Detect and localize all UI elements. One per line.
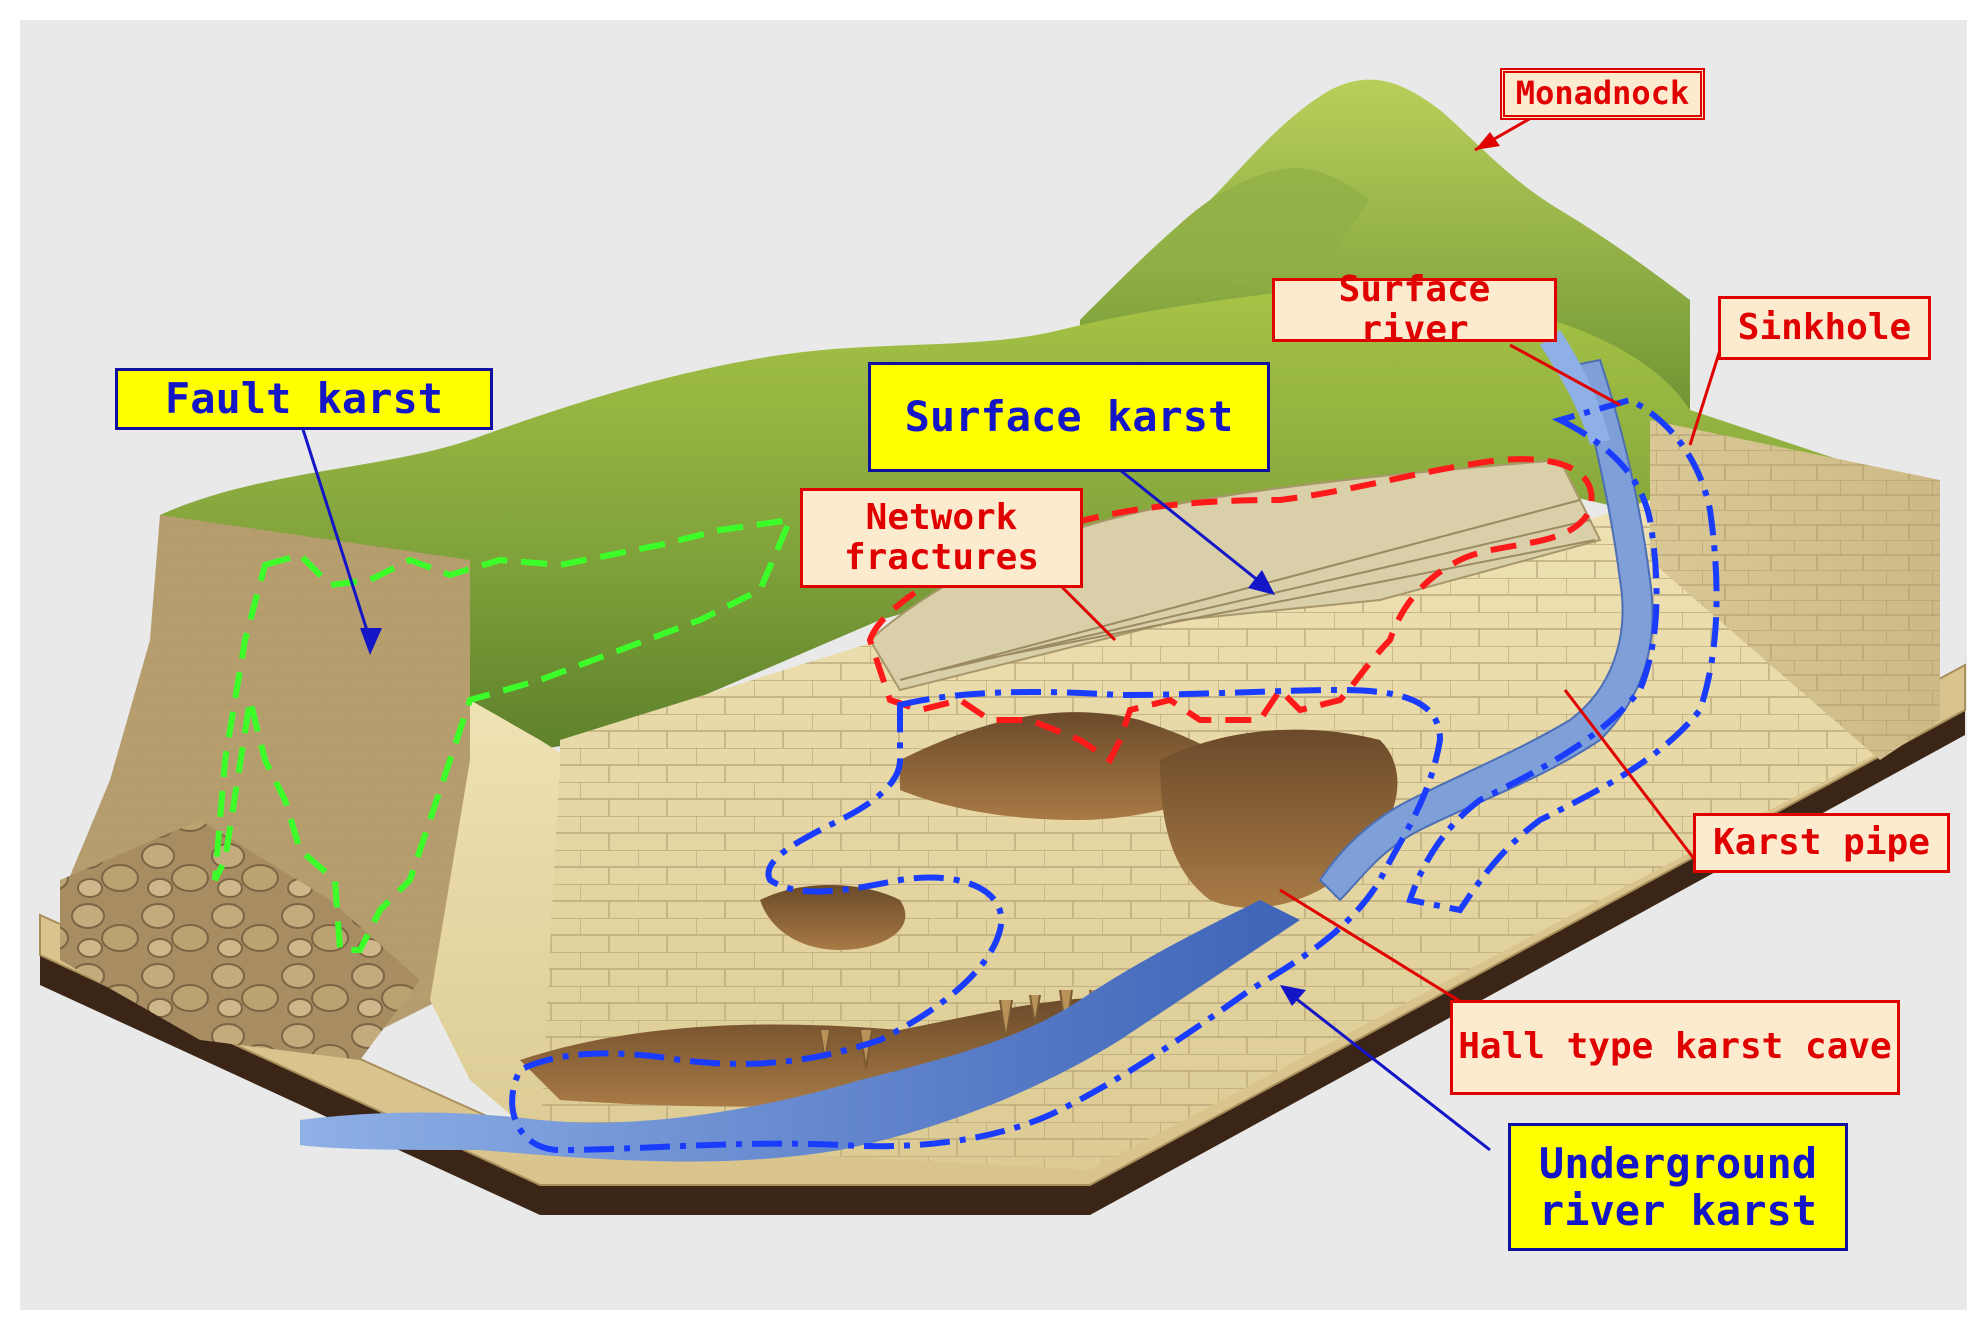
fault-karst-outline [212,516,795,953]
boulder-field [60,820,420,1060]
network-fractures-text-1: Network [865,496,1018,538]
mountain-shading [1150,168,1370,300]
label-underground-river-karst: Underground river karst [1508,1123,1848,1251]
underground-river-outline [509,686,1444,1154]
monadnock-text: Monadnock [1515,74,1690,113]
surface-karst-text: Surface karst [904,392,1234,442]
fault-karst-text: Fault karst [164,374,444,424]
karst-pipe-outline [1406,396,1720,914]
label-sinkhole: Sinkhole [1718,296,1931,360]
network-fractures-text-2: fractures [843,537,1040,578]
small-cave [760,885,906,950]
sinkhole-text: Sinkhole [1737,306,1912,348]
underground-river [300,900,1300,1162]
hall-type-karst-cave-text: Hall type karst cave [1458,1026,1892,1068]
label-network-fractures: Network fractures [800,488,1083,588]
leader-lines [298,108,1722,1152]
karst-pipe-text: Karst pipe [1713,821,1930,863]
label-hall-type-karst-cave: Hall type karst cave [1450,1000,1900,1095]
underground-river-karst-text-2: river karst [1538,1186,1818,1235]
surface-karst-outline [866,456,1595,765]
label-surface-river: Surface river [1272,269,1557,350]
surface-river-text: Surface river [1338,268,1491,350]
label-fault-karst: Fault karst [115,368,493,430]
underground-river-karst-text-1: Underground [1538,1138,1818,1188]
karst-pipe-water [1318,358,1654,902]
label-surface-karst: Surface karst [868,362,1270,472]
surface-river-channel [1540,330,1610,445]
label-karst-pipe: Karst pipe [1693,813,1950,873]
label-monadnock: Monadnock [1500,68,1705,120]
